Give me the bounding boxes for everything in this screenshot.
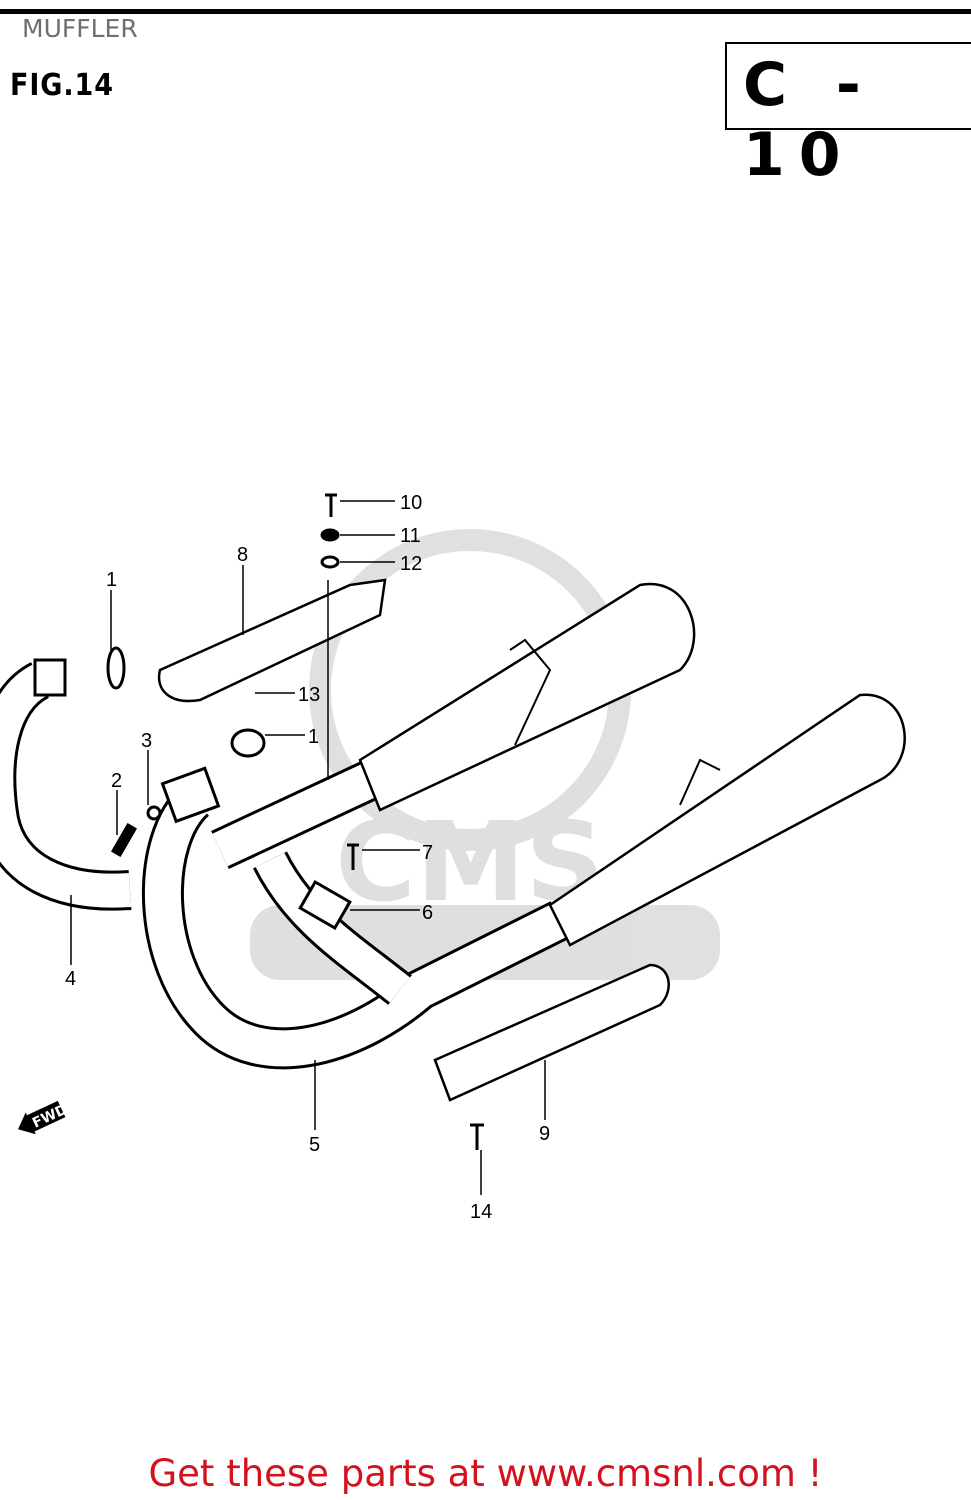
callout-4: 4 bbox=[65, 968, 76, 990]
callout-7: 7 bbox=[422, 842, 433, 864]
top-rule bbox=[0, 9, 971, 14]
callout-8: 8 bbox=[237, 544, 248, 566]
callout-1-gasket: 1 bbox=[106, 569, 117, 591]
callout-3: 3 bbox=[141, 730, 152, 752]
muffler-lower bbox=[548, 693, 906, 947]
heat-shield-9 bbox=[433, 963, 670, 1102]
callout-9: 9 bbox=[539, 1123, 550, 1145]
figure-number: FIG.14 bbox=[10, 68, 114, 103]
exhaust-pipe-5 bbox=[141, 760, 570, 1070]
gaskets-and-clamps bbox=[33, 493, 484, 1150]
callout-10: 10 bbox=[400, 492, 422, 514]
callout-1-ring: 1 bbox=[308, 726, 319, 748]
muffler-upper bbox=[358, 582, 696, 812]
leader-lines bbox=[70, 500, 546, 1195]
callout-13: 13 bbox=[298, 684, 320, 706]
heat-shield-8 bbox=[157, 578, 387, 703]
footer-promo-link[interactable]: Get these parts at www.cmsnl.com ! bbox=[148, 1452, 823, 1495]
callout-2: 2 bbox=[111, 770, 122, 792]
callout-14: 14 bbox=[470, 1201, 492, 1223]
callout-12: 12 bbox=[400, 553, 422, 575]
section-box: C - 10 bbox=[725, 42, 971, 190]
section-code: C - 10 bbox=[743, 50, 875, 190]
page-title: MUFFLER bbox=[22, 14, 138, 43]
callout-11: 11 bbox=[400, 525, 421, 547]
callout-5: 5 bbox=[309, 1134, 320, 1156]
callout-6: 6 bbox=[422, 902, 433, 924]
exhaust-pipe-4 bbox=[0, 662, 132, 911]
fwd-arrow-icon: FWD bbox=[18, 1100, 70, 1135]
